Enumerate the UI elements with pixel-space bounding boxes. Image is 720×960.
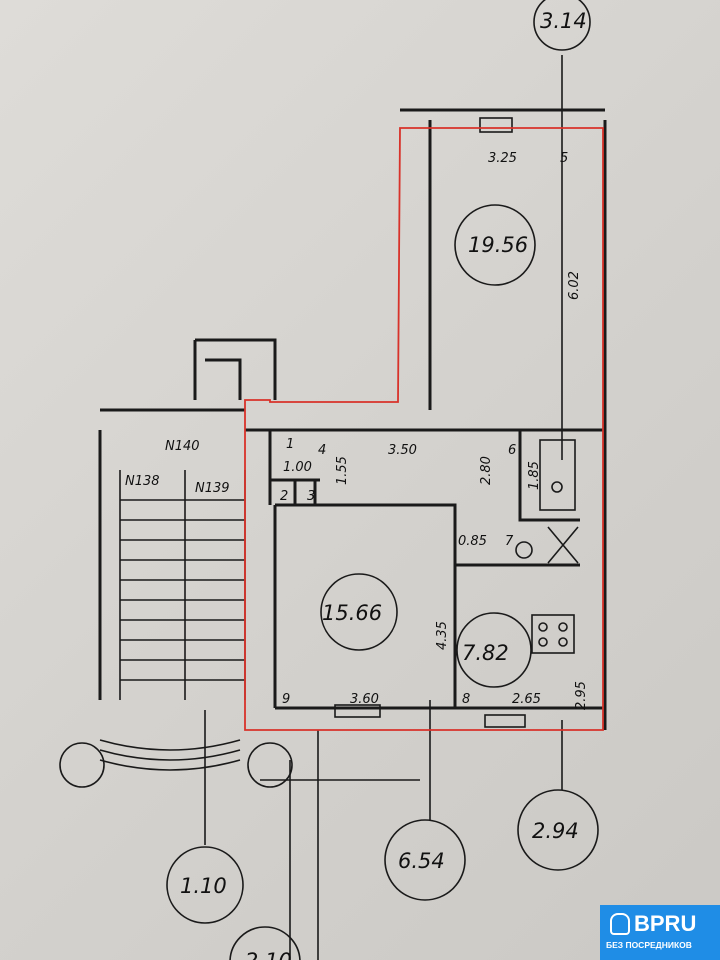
apartment-outline [244, 127, 604, 731]
apartment-number: N139 [195, 481, 230, 496]
dim-label: 3.60 [350, 692, 379, 707]
room-number: 2 [280, 489, 288, 504]
key-logo-icon [610, 913, 630, 935]
dim-label: 2.65 [512, 692, 541, 707]
axis-label: 2.94 [532, 819, 579, 843]
labels: 19.56 3.25 5 6.02 15.66 3.60 9 4.35 7.82… [125, 9, 589, 960]
room-number: 9 [282, 692, 290, 707]
room-area: 15.66 [322, 601, 382, 625]
walls [59, 108, 607, 788]
apartment-number: N140 [165, 439, 200, 454]
badge-tagline: БЕЗ ПОСРЕДНИКОВ [606, 940, 692, 950]
dim-label: 2.95 [574, 681, 589, 710]
dim-label: 4.35 [435, 621, 450, 650]
axis-label: 2.10 [245, 949, 292, 960]
axis-label: 6.54 [398, 849, 445, 873]
room-area: 19.56 [468, 233, 528, 257]
dim-label: 3.25 [488, 151, 517, 166]
dim-label: 1.55 [335, 456, 350, 485]
dim-label: 6.02 [567, 271, 582, 300]
room-number: 6 [508, 443, 516, 458]
bpru-watermark-badge: BPRU БЕЗ ПОСРЕДНИКОВ [600, 905, 720, 960]
room-area: 7.82 [462, 641, 509, 665]
axis-markers [166, 0, 599, 960]
dim-label: 2.80 [479, 456, 494, 485]
dim-label: 1.85 [527, 461, 542, 490]
axis-label: 1.10 [180, 874, 227, 898]
dim-label: 1.00 [283, 460, 312, 475]
room-number: 3 [307, 489, 315, 504]
axis-label: 3.14 [540, 9, 587, 33]
room-number: 7 [505, 534, 514, 549]
badge-brand: BPRU [634, 911, 697, 936]
room-number: 4 [318, 443, 326, 458]
dim-label: 3.50 [388, 443, 417, 458]
apartment-number: N138 [125, 474, 160, 489]
dim-label: 0.85 [458, 534, 487, 549]
room-number: 8 [462, 692, 470, 707]
room-number: 5 [560, 151, 568, 166]
room-number: 1 [286, 437, 294, 452]
